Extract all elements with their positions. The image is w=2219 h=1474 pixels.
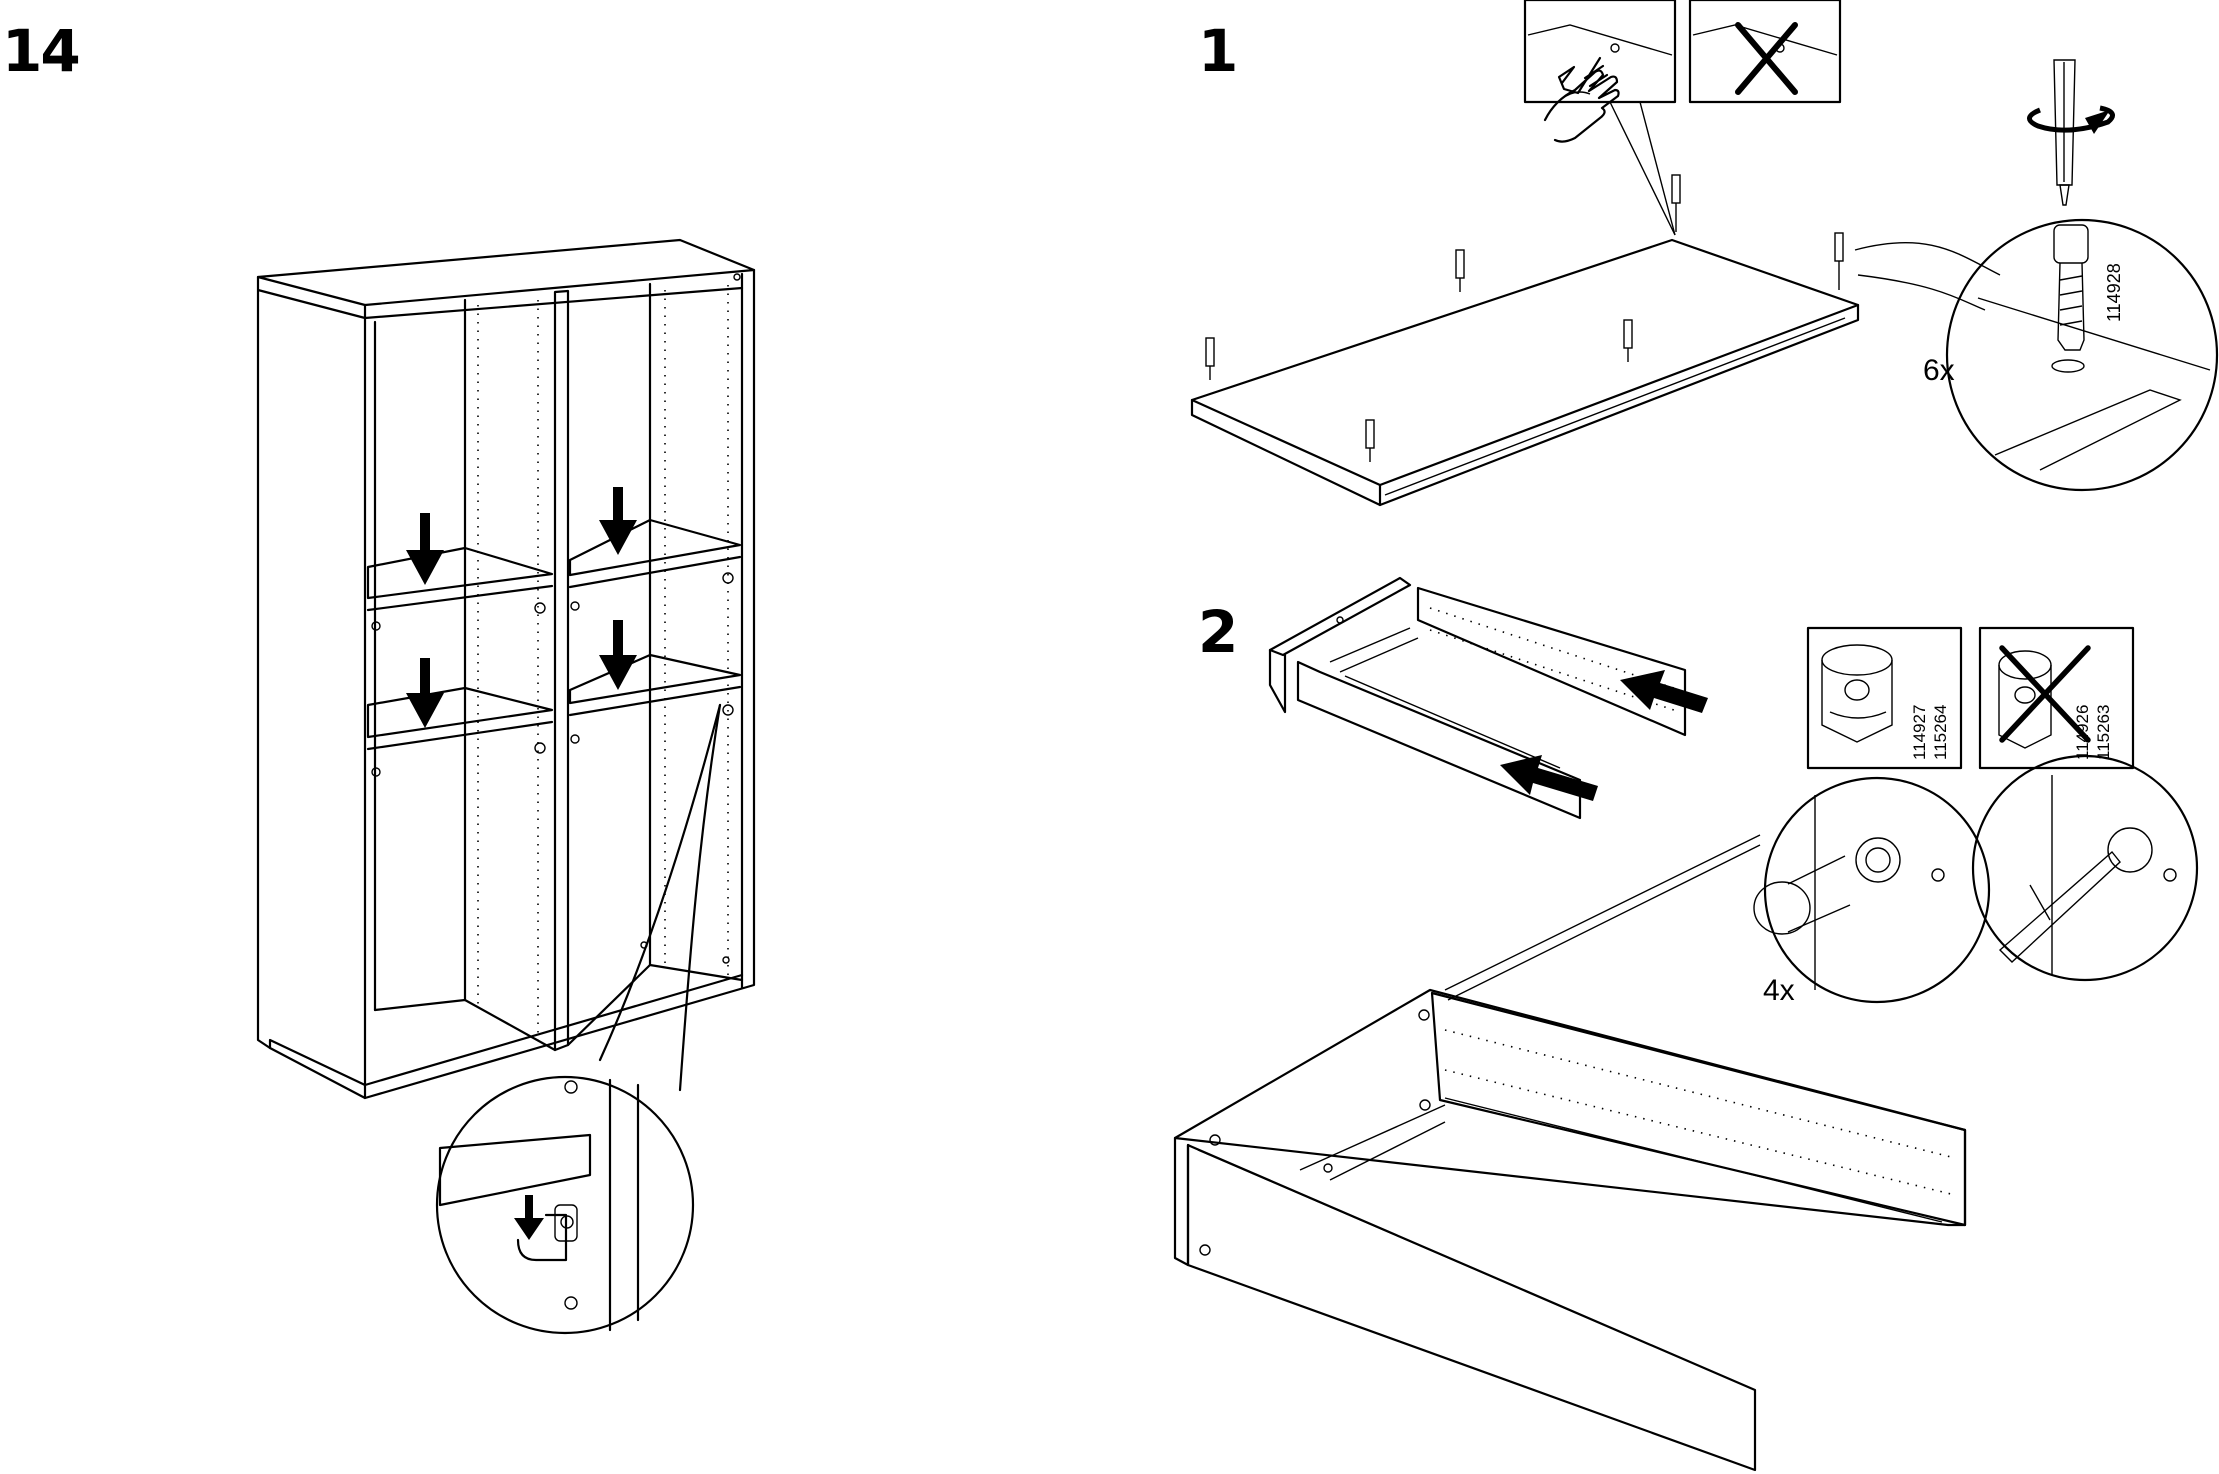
- bookcase-illustration: [256, 238, 756, 1100]
- arrow-left-icon: [1620, 670, 1708, 713]
- base-panel-illustration: [1190, 174, 1860, 507]
- hand-icon: [1543, 69, 1620, 143]
- dowel-quantity: 6x: [1923, 354, 1955, 387]
- cross-icon: [1735, 22, 1798, 95]
- step-number-14: 14: [2, 17, 81, 85]
- shelf-pin-detail-callout: [435, 703, 722, 1335]
- cam-part-number-4: 115263: [2094, 705, 2113, 760]
- cam-lock-turn-callout: [1971, 754, 2199, 982]
- rotate-icon: [2027, 105, 2115, 134]
- arrow-down-icon: [406, 658, 444, 728]
- arrow-left-icon: [1500, 755, 1598, 801]
- dowel-part-number: 114928: [2104, 263, 2124, 322]
- cam-lock-insert-callout: [1753, 776, 1991, 1004]
- frame-bottom-illustration: [1173, 834, 1967, 1472]
- incorrect-hole-detail: [1688, 0, 1842, 104]
- cam-lock-wrong-box: [1978, 626, 2135, 770]
- correct-hole-detail: [1523, 0, 1677, 236]
- cam-quantity: 4x: [1763, 974, 1795, 1007]
- cross-icon: [1999, 645, 2091, 743]
- dowel-detail-callout: [1854, 59, 2219, 492]
- cam-part-number-2: 115264: [1931, 705, 1950, 760]
- arrow-down-icon: [599, 620, 637, 690]
- arrow-down-icon: [599, 487, 637, 555]
- frame-assembly-illustration: [1268, 576, 1687, 820]
- arrow-down-icon: [406, 513, 444, 585]
- cam-part-number-1: 114927: [1910, 705, 1929, 760]
- step-number-1: 1: [1198, 17, 1238, 85]
- step-number-2: 2: [1198, 598, 1238, 666]
- cam-lock-correct-box: [1806, 626, 1963, 770]
